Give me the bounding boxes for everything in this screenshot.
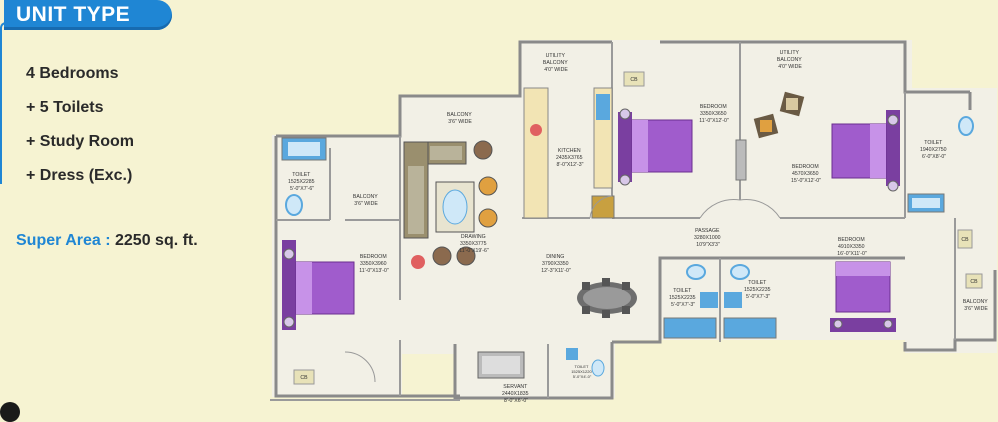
cb-cabinet-2 [623, 71, 645, 87]
unit-type-badge: UNIT TYPE [4, 0, 172, 30]
drawing-label: DRAWING 3350X3775 11'-0"X19'-6" [459, 234, 489, 254]
feature-dress: + Dress (Exc.) [26, 167, 133, 184]
utility-balcony-1-label: UTILITY BALCONY 4'0" WIDE [543, 53, 569, 73]
toilet-left-label: TOILET 1525X2285 5'-0"X7'-6" [288, 172, 316, 192]
cb-cabinet-4 [965, 273, 983, 289]
cb-cabinet-3 [957, 229, 973, 249]
super-area-label: Super Area : [16, 232, 111, 249]
kitchen-label: KITCHEN 2435X3765 8'-0"X12'-3" [556, 148, 584, 168]
feature-bracket [0, 22, 12, 184]
cb-label-1: CB [300, 375, 308, 381]
feature-study-room: + Study Room [26, 133, 135, 150]
servant-label: SERVANT 2440X1835 8'-0"X6'-0" [502, 384, 530, 404]
cb-cabinet-1 [293, 369, 315, 385]
bedroom-left-label: BEDROOM 3350X3960 11'-0"X13'-0" [359, 254, 389, 274]
bedroom-mid-label: BEDROOM 3350X3650 11'-0"X12'-0" [699, 104, 729, 124]
toilet-bottom-fixtures [663, 264, 777, 339]
feature-toilets: + 5 Toilets [26, 99, 104, 116]
bed-left [282, 240, 355, 330]
dining-label: DINING 3790X3350 12'-3"X11'-0" [541, 254, 571, 274]
wardrobe-mid [735, 139, 747, 181]
super-area: Super Area : 2250 sq. ft. [16, 232, 198, 250]
passage-label: PASSAGE 3280X1000 10'9"X3'3" [694, 228, 722, 248]
cb-label-4: CB [970, 279, 978, 285]
cb-label-3: CB [961, 237, 969, 243]
balcony-right-label: BALCONY 3'6" WIDE [963, 299, 989, 312]
bed-bottom-right [830, 261, 896, 332]
super-area-value: 2250 sq. ft. [115, 232, 198, 249]
bedroom-bottom-right-label: BEDROOM 4910X3350 16'-0"X11'-0" [837, 237, 867, 257]
bed-mid [618, 108, 693, 186]
toilet-bottom-2-label: TOILET 1525X2235 5'-0"X7'-3" [744, 280, 772, 300]
armchairs [753, 91, 805, 139]
utility-balcony-2-label: UTILITY BALCONY 4'0" WIDE [777, 50, 803, 70]
toilet-right-fixtures [907, 116, 974, 213]
cb-label-2: CB [630, 77, 638, 83]
toilet-servant-label: TOILET 1525X1220 5'-0"X4'-0" [571, 364, 593, 379]
feature-bedrooms: 4 Bedrooms [26, 65, 119, 82]
servant-room-fixtures [477, 348, 605, 379]
toilet-bottom-1-label: TOILET 1525X2235 5'-0"X7'-3" [669, 288, 697, 308]
bed-right [831, 110, 900, 192]
balcony-top-label: BALCONY 3'6" WIDE [447, 112, 473, 125]
door-swings [344, 195, 781, 383]
toilet-right-label: TOILET 1940X2750 6'-0"X8'-0" [920, 140, 948, 160]
walls [274, 40, 997, 400]
bedroom-right-label: BEDROOM 4570X3650 15'-0"X12'-0" [791, 164, 821, 184]
balcony-left-label: BALCONY 3'6" WIDE [353, 194, 379, 207]
dining-table [577, 278, 637, 318]
kitchen-counter [523, 87, 615, 219]
sofa-set [403, 140, 498, 269]
toilet-left-fixtures [281, 137, 327, 216]
